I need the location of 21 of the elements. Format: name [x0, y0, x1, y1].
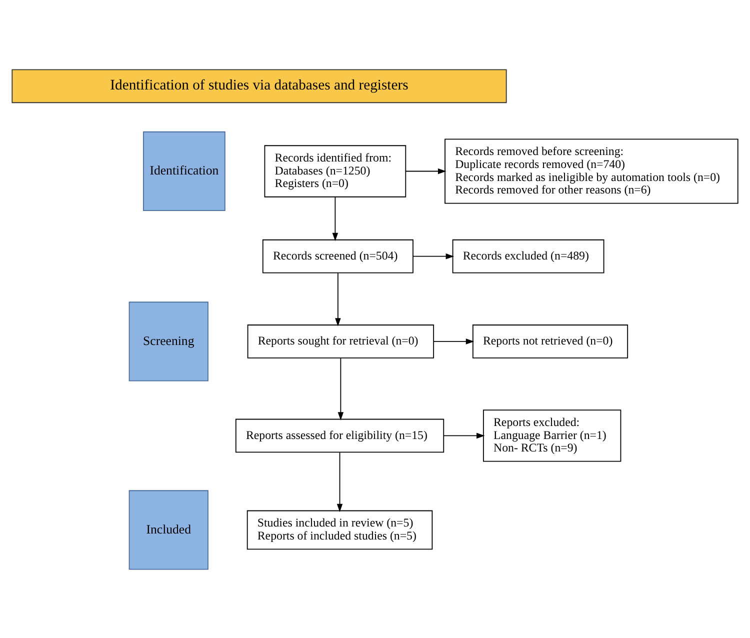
node-box: Included: [128, 490, 208, 570]
arrow: [335, 272, 341, 326]
node-box: Records excluded (n=489): [452, 238, 604, 273]
node-box: Identification of studies via databases and registers: [12, 68, 507, 103]
node-box: Reports assessed for eligibility (n=15): [235, 418, 444, 452]
node-box: Reports not retrieved (n=0): [472, 324, 628, 358]
node-box: Studies included in review (n=5) Reports of included studies (n=5): [246, 510, 433, 550]
arrow: [332, 196, 338, 241]
node-box: Screening: [128, 301, 208, 381]
node-box: Reports sought for retrieval (n=0): [247, 324, 434, 358]
node-box: Records removed before screening: Duplicate records removed (n=740) Records marked as ineligible by automation tools (n=0) Records removed for other reasons (n=6): [444, 138, 738, 204]
arrow: [336, 452, 343, 512]
node-box: Identification: [143, 130, 226, 211]
arrow: [405, 168, 446, 174]
arrow: [412, 252, 454, 259]
arrow: [433, 338, 474, 344]
node-box: Reports excluded: Language Barrier (n=1) Non- RCTs (n=9): [482, 409, 622, 462]
node-box: Records screened (n=504): [262, 238, 414, 273]
arrow: [338, 357, 344, 420]
arrow: [443, 432, 485, 438]
node-box: Records identified from: Databases (n=1250) Registers (n=0): [264, 144, 406, 197]
